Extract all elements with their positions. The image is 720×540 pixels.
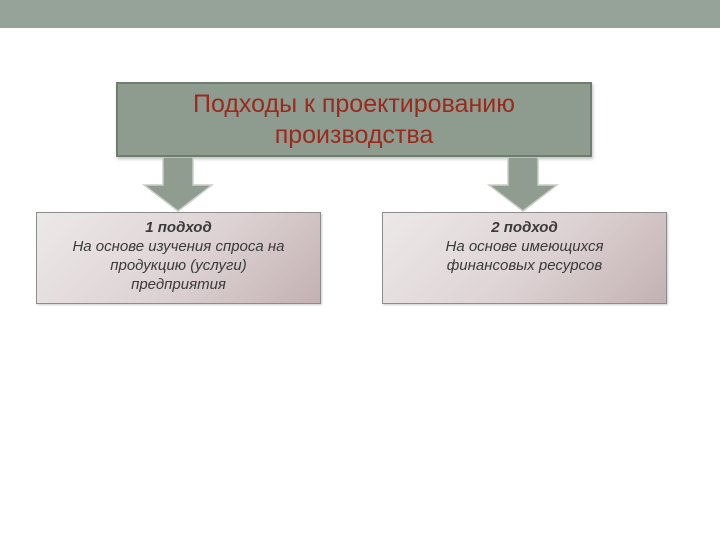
approach-text: На основе изучения спроса на продукцию (…	[72, 238, 285, 293]
approach-text: На основе имеющихся финансовых ресурсов	[445, 238, 604, 274]
diagram-title: Подходы к проектированию производства	[193, 89, 515, 149]
title-box: Подходы к проектированию производства	[116, 82, 592, 157]
approach-heading: 1 подход	[145, 219, 212, 236]
top-band	[0, 0, 720, 28]
arrow-down-icon	[142, 157, 214, 212]
approach-box-2: 2 подход На основе имеющихся финансовых …	[382, 212, 667, 304]
arrow-down-icon	[487, 157, 559, 212]
approach-heading: 2 подход	[491, 219, 558, 236]
approach-box-1: 1 подход На основе изучения спроса на пр…	[36, 212, 321, 304]
